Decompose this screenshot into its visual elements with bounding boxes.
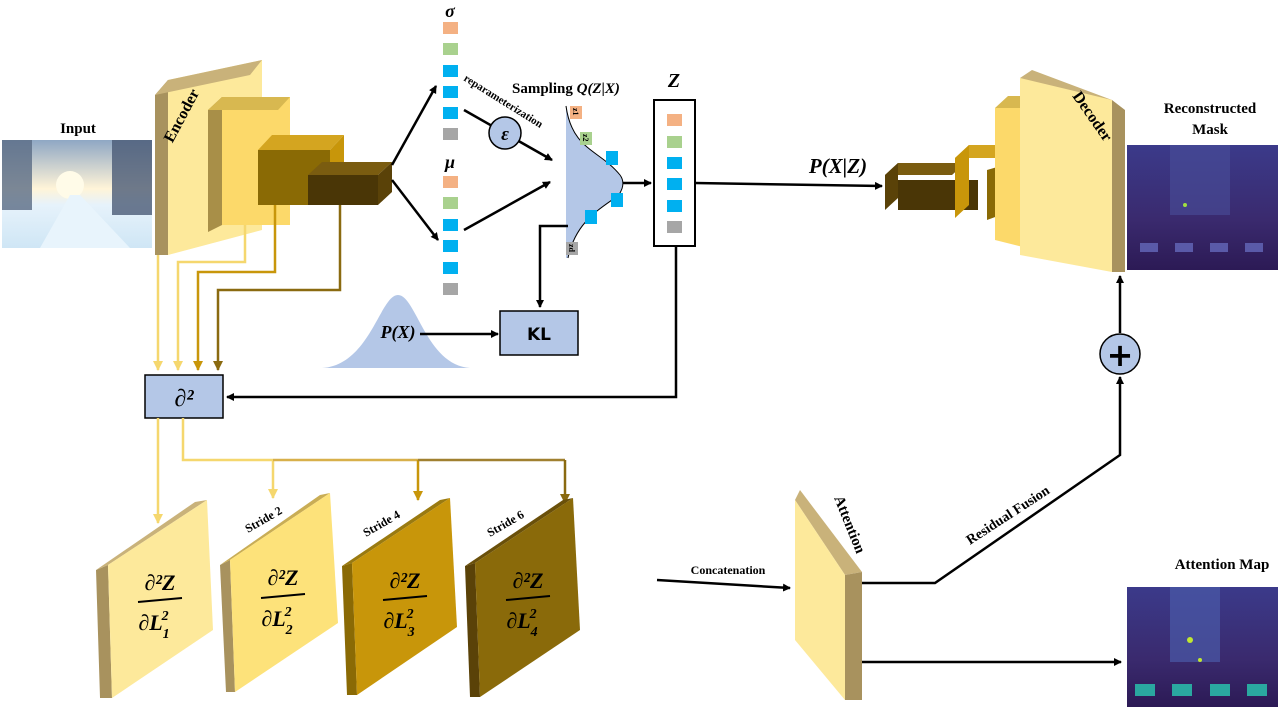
panel-formula: ∂²Z ∂L42 [505, 568, 551, 640]
arrow-to-mu [391, 179, 439, 241]
sample-z1-label: z1 [571, 108, 580, 116]
z-label: Z [667, 70, 680, 92]
attention-map-image [1127, 587, 1278, 707]
sigma-cell [443, 22, 458, 34]
sigma-cell [443, 43, 458, 55]
sampling-math: Q(Z|X) [577, 81, 620, 97]
panel-formula: ∂²Z ∂L32 [382, 568, 428, 640]
formula-denominator: ∂L22 [261, 605, 292, 638]
reconstructed-mask-label-line1: Reconstructed [1164, 101, 1257, 117]
arrow-concatenation [656, 578, 791, 592]
input-label: Input [60, 121, 96, 137]
attention-map-label: Attention Map [1175, 557, 1270, 573]
mu-label: μ [444, 152, 455, 172]
panel-1 [96, 500, 213, 698]
z-cell [667, 114, 682, 126]
sigma-label: σ [445, 1, 456, 21]
px-label: P(X) [380, 322, 416, 343]
encoder [155, 60, 392, 255]
panel-formula: ∂²Z ∂L22 [260, 565, 306, 638]
sigma-cell [443, 86, 458, 98]
mu-cell [443, 262, 458, 274]
mu-vector [443, 176, 458, 295]
formula-numerator: ∂²Z [145, 570, 176, 595]
arrow-mu-to-sampling [463, 180, 551, 232]
branch-line [181, 418, 273, 462]
formula-denominator: ∂L12 [138, 609, 169, 642]
sample-z2-label: z2 [581, 134, 590, 142]
posterior-distribution [566, 106, 623, 258]
sample-z2 [580, 132, 592, 145]
residual-fusion-label: Residual Fusion [964, 483, 1053, 548]
skip-line-4 [213, 205, 342, 371]
z-cell [667, 136, 682, 148]
sigma-cell [443, 128, 458, 140]
sampling-label: Sampling Q(Z|X) [512, 81, 620, 97]
sigma-cell [443, 65, 458, 77]
z-cell [667, 200, 682, 212]
formula-numerator: ∂²Z [513, 568, 544, 593]
sample-z1 [570, 106, 582, 119]
formula-numerator: ∂²Z [390, 568, 421, 593]
sample-zd-label: zd [567, 244, 576, 253]
d2-box [144, 374, 224, 419]
z-cell [667, 221, 682, 233]
kl-label: KL [527, 325, 551, 345]
concatenation-label: Concatenation [691, 563, 766, 577]
panel-2 [220, 493, 338, 692]
sampling-text: Sampling [512, 81, 573, 97]
sample-blue [606, 151, 618, 165]
add-node [1099, 333, 1141, 375]
formula-numerator: ∂²Z [268, 565, 299, 590]
attention-block [795, 490, 862, 700]
pxz-label: P(X|Z) [808, 154, 867, 178]
arrow-z-to-decoder [694, 181, 883, 190]
sigma-vector [443, 22, 458, 140]
decoder [885, 70, 1125, 272]
z-cell [667, 178, 682, 190]
plus-icon: + [1107, 336, 1134, 374]
panel-3 [342, 498, 457, 695]
sample-zd [566, 242, 578, 255]
epsilon-node [488, 116, 522, 150]
mu-cell [443, 176, 458, 188]
reconstructed-mask-image [1127, 145, 1278, 270]
arrow-z-to-d2 [226, 246, 678, 401]
kl-box [499, 310, 579, 356]
z-cell [667, 157, 682, 169]
skip-line-3 [193, 205, 277, 371]
sigma-cell [443, 107, 458, 119]
input-image [2, 140, 152, 248]
formula-denominator: ∂L32 [383, 607, 414, 640]
sample-blue [611, 193, 623, 207]
reconstructed-mask-label-line2: Mask [1192, 122, 1228, 138]
arrow-sampling-to-kl [536, 224, 568, 308]
mu-cell [443, 219, 458, 231]
formula-denominator: ∂L42 [506, 607, 537, 640]
sample-blue [585, 210, 597, 224]
epsilon-label: ε [501, 124, 509, 145]
d2-label: ∂² [174, 386, 194, 412]
prior-distribution [322, 295, 470, 368]
mu-cell [443, 197, 458, 209]
skip-line-2 [173, 225, 247, 371]
panel-formula: ∂²Z ∂L12 [137, 570, 183, 642]
mu-cell [443, 240, 458, 252]
arrow-residual-fusion [862, 376, 1124, 585]
mu-cell [443, 283, 458, 295]
arrow-to-sigma [390, 85, 438, 166]
